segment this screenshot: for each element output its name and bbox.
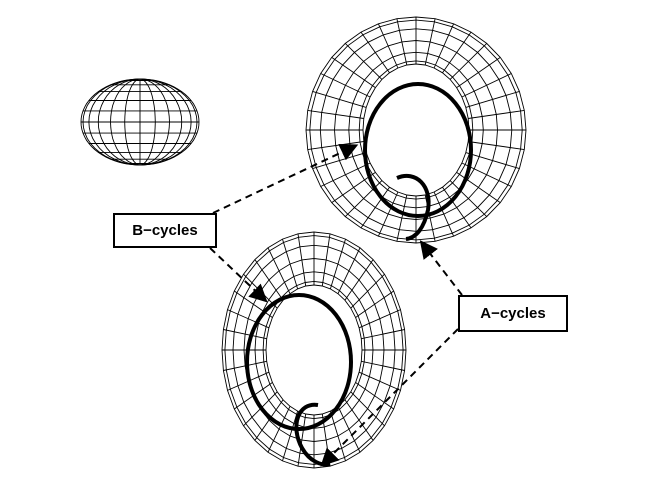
torus-top-surface <box>305 16 527 244</box>
b-cycles-arrow-bottom <box>209 247 268 303</box>
torus-top-meridian-line <box>449 180 488 217</box>
torus-top-meridian-line <box>433 23 455 69</box>
torus-top-meridian-line <box>468 141 525 151</box>
torus-bottom-meridian-line <box>355 382 394 410</box>
torus-top-meridian-line <box>468 109 525 119</box>
torus-top-a-cycle <box>396 174 431 241</box>
b-cycles-arrow-top <box>212 144 359 214</box>
torus-bottom-meridian-line <box>355 290 394 318</box>
torus-bottom-meridian-line <box>227 309 270 329</box>
torus-bottom-meridian-line <box>267 406 291 453</box>
sphere-surface <box>80 78 200 166</box>
torus-top-meridian-line <box>442 31 472 74</box>
torus-top-meridian-line <box>307 109 364 119</box>
a-cycles-arrow-top <box>419 240 463 296</box>
torus-top-meridian-line <box>456 57 501 88</box>
sphere-longitude-line <box>110 78 141 166</box>
torus-top-meridian-line <box>442 186 472 229</box>
torus-bottom-meridian-line <box>350 273 385 309</box>
torus-bottom-meridian-line <box>361 329 405 340</box>
torus-bottom-meridian-line <box>329 238 346 290</box>
torus-bottom-meridian-line <box>321 233 331 287</box>
torus-top-meridian-line <box>449 43 488 80</box>
torus-top-meridian-line <box>344 43 383 80</box>
sphere-longitude-line <box>139 78 156 166</box>
torus-bottom-meridian-line <box>329 410 346 462</box>
torus-top-b-cycle <box>363 82 473 218</box>
torus-top-meridian-line <box>377 191 399 237</box>
torus-top-meridian-line <box>465 90 520 108</box>
torus-top-meridian-line <box>396 194 408 242</box>
a-cycles-label: A−cycles <box>458 295 568 332</box>
torus-bottom-b-cycle <box>245 293 353 431</box>
sphere-longitude-line <box>139 78 170 166</box>
torus-top-meridian-line <box>465 152 520 170</box>
sphere-longitude-line <box>124 78 141 166</box>
torus-top-meridian-line <box>360 186 390 229</box>
sphere-longitude-line <box>139 78 198 166</box>
torus-bottom-meridian-line <box>358 309 401 329</box>
sphere-longitude-line <box>88 78 141 166</box>
torus-bottom-meridian-line <box>297 413 307 467</box>
torus-bottom-meridian-line <box>254 399 284 441</box>
torus-top-meridian-line <box>312 152 367 170</box>
torus-bottom-meridian-line <box>361 360 405 371</box>
torus-bottom-meridian-line <box>337 406 361 453</box>
torus-top-meridian-line <box>456 172 501 203</box>
torus-bottom-meridian-line <box>282 410 299 462</box>
torus-bottom-meridian-line <box>344 399 374 441</box>
torus-bottom-meridian-line <box>223 329 267 340</box>
torus-top-meridian-line <box>433 191 455 237</box>
torus-top-meridian-line <box>331 57 376 88</box>
torus-bottom-meridian-line <box>267 247 291 294</box>
torus-top-meridian-line <box>312 90 367 108</box>
torus-bottom-meridian-line <box>337 247 361 294</box>
torus-top-meridian-line <box>307 141 364 151</box>
torus-bottom-ring-line <box>265 284 363 416</box>
torus-bottom-meridian-line <box>254 259 284 301</box>
torus-bottom-meridian-line <box>358 371 401 391</box>
torus-top-meridian-line <box>396 18 408 66</box>
torus-bottom-meridian-line <box>344 259 374 301</box>
torus-bottom-meridian-line <box>297 233 307 287</box>
b-cycles-label: B−cycles <box>113 213 217 248</box>
torus-top-meridian-line <box>320 73 371 98</box>
torus-top-meridian-line <box>360 31 390 74</box>
torus-bottom-meridian-line <box>350 391 385 427</box>
torus-top-meridian-line <box>320 162 371 187</box>
a-cycles-arrow-bottom <box>320 328 459 467</box>
torus-top-meridian-line <box>461 73 512 98</box>
torus-top-meridian-line <box>344 180 383 217</box>
sphere-longitude-line <box>82 78 141 166</box>
torus-top-meridian-line <box>377 23 399 69</box>
sphere-longitude-line <box>139 78 183 166</box>
sphere-longitude-line <box>97 78 141 166</box>
torus-top-meridian-line <box>424 18 436 66</box>
sphere-longitude-line <box>139 78 192 166</box>
torus-bottom-meridian-line <box>282 238 299 290</box>
torus-bottom-meridian-line <box>223 360 267 371</box>
